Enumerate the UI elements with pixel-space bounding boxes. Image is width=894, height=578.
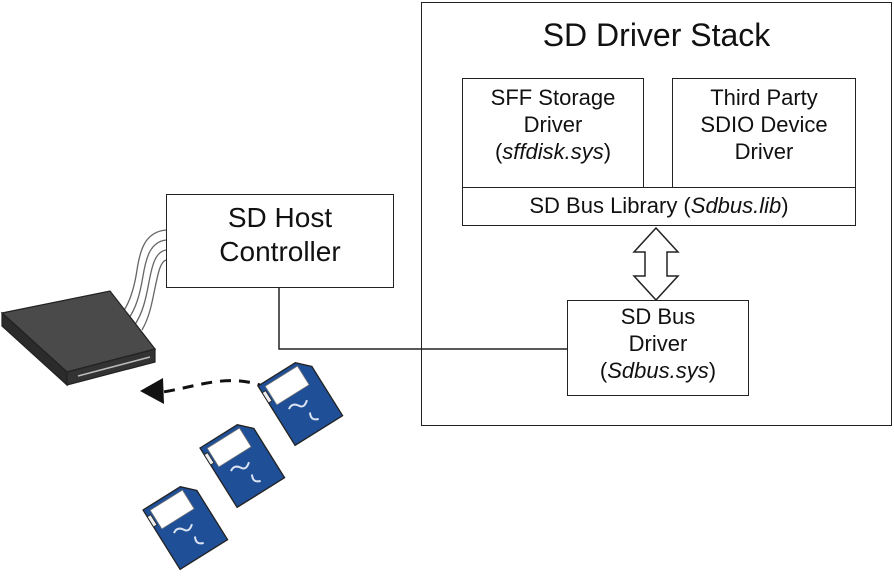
host-to-bus-connector [278, 287, 567, 350]
bus-driver-paren-close: ) [708, 357, 717, 383]
bus-library-paren-close: ) [781, 193, 789, 218]
third-party-driver-box [672, 78, 856, 188]
host-line1: SD Host [227, 202, 333, 233]
bus-driver-line2: Driver [628, 330, 688, 356]
sff-file-line: (sffdisk.sys) [462, 139, 644, 166]
bus-driver-line1: SD Bus [620, 304, 696, 329]
third-party-line1: Third Party [710, 85, 818, 110]
sff-file: sffdisk.sys [502, 138, 604, 164]
card-reader-device [0, 290, 157, 387]
bus-driver-file-line: (Sdbus.sys) [567, 358, 749, 385]
ribbon-cable [117, 229, 167, 331]
sd-card [257, 361, 344, 447]
third-party-driver-label: Third Party SDIO Device Driver [672, 85, 856, 165]
sff-paren-open: ( [494, 138, 503, 164]
sd-bus-driver-label: SD Bus Driver (Sdbus.sys) [567, 304, 749, 384]
sd-host-controller-label: SD Host Controller [166, 201, 394, 269]
sd-driver-stack-frame [421, 2, 892, 426]
insert-arrow-dashed [162, 379, 269, 394]
bus-driver-paren-open: ( [599, 357, 608, 383]
sff-storage-driver-label: SFF Storage Driver (sffdisk.sys) [462, 85, 644, 165]
sff-paren-close: ) [603, 138, 612, 164]
bus-library-file: Sdbus.lib [690, 193, 782, 218]
third-party-line2: SDIO Device [700, 111, 828, 137]
insert-arrow-head [140, 378, 164, 404]
stack-title: SD Driver Stack [542, 17, 771, 53]
sd-bus-driver-box [567, 300, 749, 396]
sd-card [199, 423, 286, 509]
third-party-line3: Driver [734, 138, 794, 164]
sd-host-controller-box [166, 194, 394, 288]
bus-driver-file: Sdbus.sys [607, 357, 709, 383]
bus-library-text: SD Bus Library ( [529, 193, 691, 218]
sd-bus-library-label: SD Bus Library (Sdbus.lib) [462, 193, 856, 220]
sd-card [142, 485, 229, 571]
host-line2: Controller [219, 236, 341, 268]
sff-line1: SFF Storage [490, 85, 616, 110]
sff-storage-driver-box [462, 78, 644, 188]
sff-line2: Driver [523, 111, 583, 137]
sd-bus-library-box [462, 187, 856, 226]
